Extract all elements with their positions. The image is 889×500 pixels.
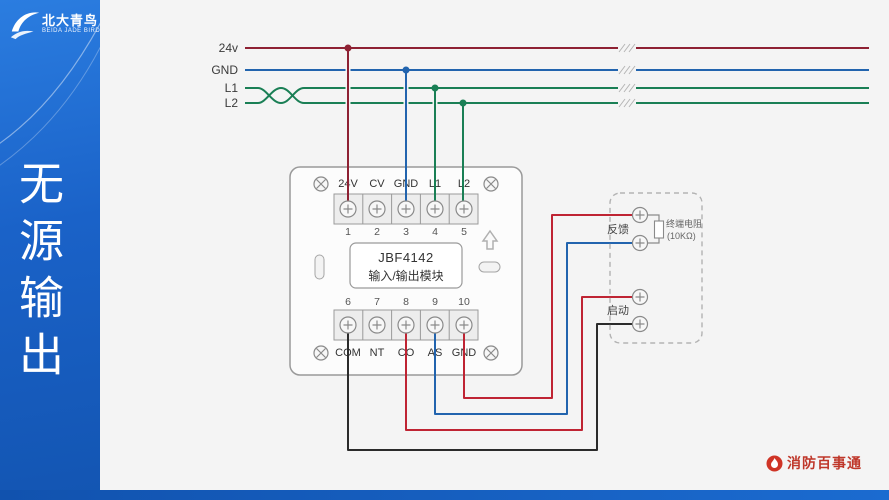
feedback-label: 反馈 — [607, 223, 629, 236]
screw-terminal — [631, 234, 649, 252]
footer-brand: 消防百事通 — [766, 453, 862, 473]
line-break-marks — [618, 43, 636, 108]
resistor-symbol — [653, 220, 665, 239]
banner-decor-arcs — [0, 22, 100, 166]
bus-label-gnd: GND — [211, 63, 238, 77]
wire-co-to-start — [405, 296, 633, 431]
wire-gnd-to-feedback — [463, 214, 633, 399]
bus-label-24v: 24v — [219, 41, 238, 55]
screw-terminal — [631, 315, 649, 333]
fire-brand-icon — [766, 455, 783, 471]
page-title-vertical: 无源输出 — [12, 160, 63, 388]
module-name: 输入/输出模块 — [368, 268, 443, 283]
start-label: 启动 — [607, 304, 629, 317]
terminal-number: 4 — [432, 226, 438, 238]
terminal-number: 7 — [374, 296, 380, 308]
terminal-number: 9 — [432, 296, 438, 308]
screw-terminal — [426, 316, 444, 334]
module-label-box — [349, 242, 463, 289]
strip-dividers-bottom — [362, 310, 450, 340]
wire-com-to-start — [347, 323, 633, 451]
terminal-label: CV — [369, 178, 385, 190]
screw-terminal — [368, 200, 386, 218]
resistor-leads — [647, 214, 660, 244]
jade-bird-logo-icon — [10, 12, 40, 40]
bus-label-l2: L2 — [225, 96, 239, 110]
screw-terminal — [339, 316, 357, 334]
corner-screw — [313, 176, 329, 192]
side-slot-right — [478, 261, 501, 273]
terminal-number: 1 — [345, 226, 351, 238]
screw-terminal — [339, 200, 357, 218]
bus-line-l1 — [245, 87, 869, 105]
side-banner: 北大青鸟 BEIDA JADE BIRD 无源输出 — [0, 0, 100, 500]
screw-terminal — [426, 200, 444, 218]
screw-terminal — [397, 316, 415, 334]
field-device-box — [609, 192, 703, 344]
side-slot-left — [314, 254, 325, 280]
terminal-label: NT — [370, 347, 385, 359]
corner-screw — [483, 345, 499, 361]
bus-label-l1: L1 — [225, 81, 239, 95]
screw-terminal — [455, 316, 473, 334]
corner-screw — [313, 345, 329, 361]
terminal-number: 8 — [403, 296, 409, 308]
terminal-number: 5 — [461, 226, 467, 238]
strip-dividers-top — [362, 194, 450, 224]
resistor-value-label: (10KΩ) — [667, 231, 696, 241]
brand-name-cn: 北大青鸟 — [42, 13, 99, 28]
wire-as-to-feedback — [434, 242, 633, 415]
resistor-name-label: 终端电阻 — [666, 218, 702, 229]
module-model: JBF4142 — [378, 250, 434, 265]
bus-line-l2 — [245, 86, 869, 104]
terminal-number: 6 — [345, 296, 351, 308]
screw-terminal — [631, 206, 649, 224]
screw-terminal — [631, 288, 649, 306]
terminal-number: 3 — [403, 226, 409, 238]
screw-terminal — [368, 316, 386, 334]
terminal-number: 2 — [374, 226, 380, 238]
screw-terminal — [455, 200, 473, 218]
terminal-number: 10 — [458, 296, 470, 308]
up-arrow-icon — [481, 229, 499, 250]
screw-terminal — [397, 200, 415, 218]
bottom-accent-bar — [0, 490, 889, 500]
footer-brand-text: 消防百事通 — [787, 455, 862, 471]
brand-name-en: BEIDA JADE BIRD — [42, 28, 101, 34]
corner-screw — [483, 176, 499, 192]
